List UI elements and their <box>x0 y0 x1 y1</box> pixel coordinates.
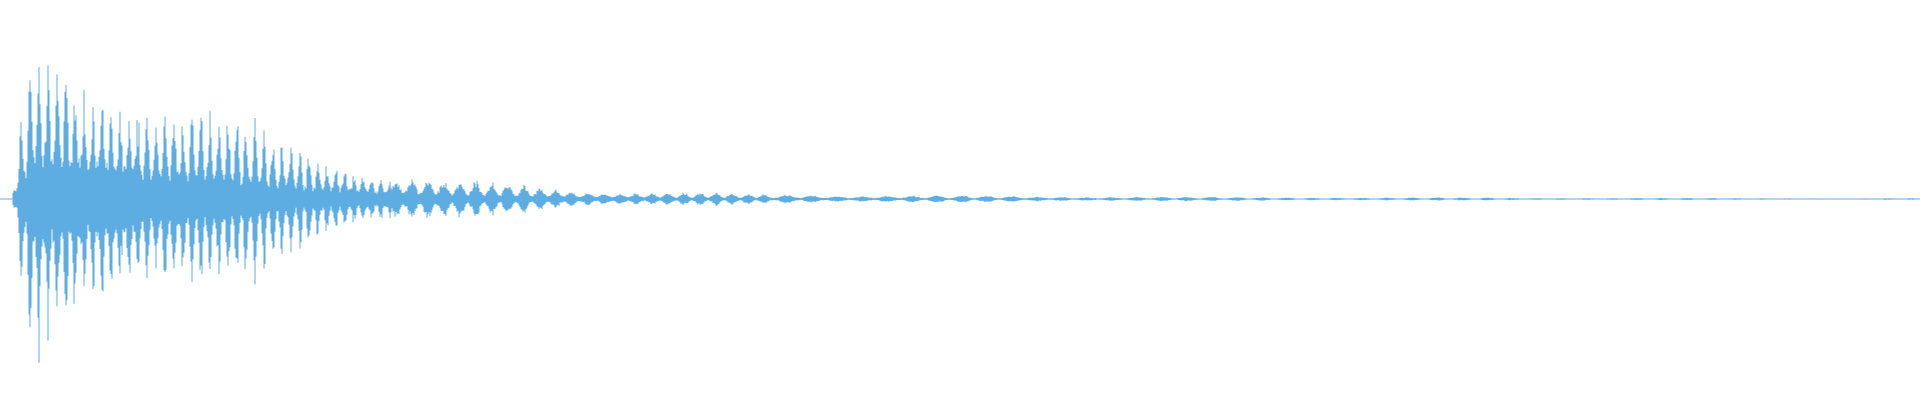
waveform-trace <box>11 65 1916 363</box>
